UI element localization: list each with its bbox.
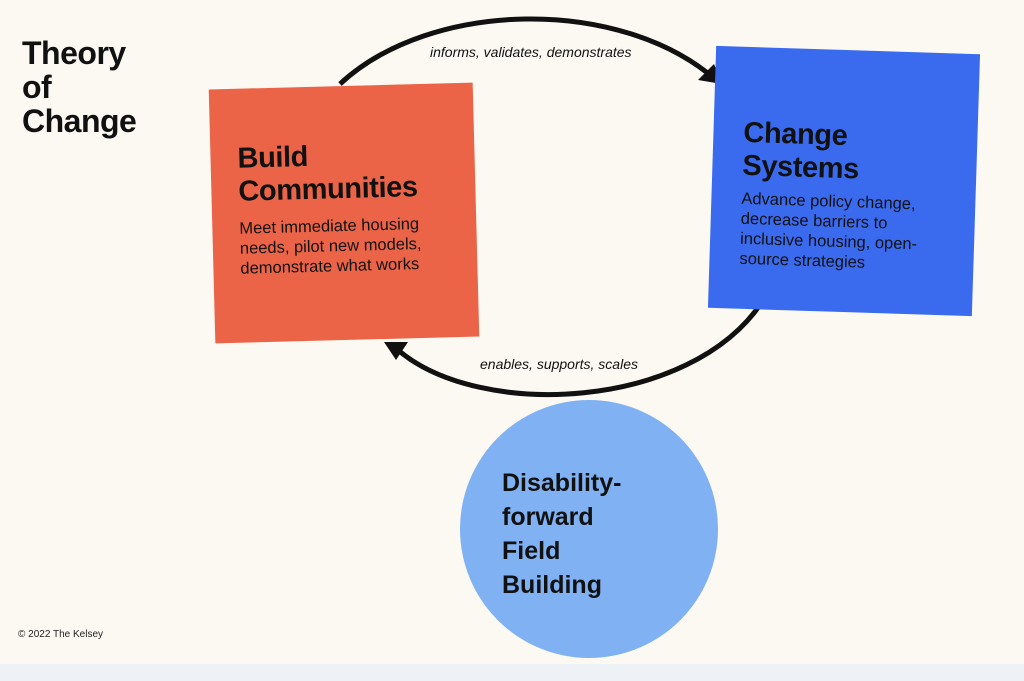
title-line-3: Change [22,103,137,139]
top-arrow-label: informs, validates, demonstrates [430,44,632,60]
bottom-arrowhead-icon [384,342,408,360]
bottom-arrow-label: enables, supports, scales [480,356,638,372]
page-title: Theory of Change [22,35,137,139]
top-arrow [338,16,718,86]
build-communities-heading: Build Communities [237,138,418,209]
bottom-strip [0,664,1024,681]
field-building-line-4: Building [502,571,602,599]
copyright-notice: © 2022 The Kelsey [18,629,104,640]
change-systems-heading: Change Systems [742,117,861,187]
title-line-2: of [22,69,52,105]
bottom-arrow [396,300,765,398]
build-heading-line-2: Communities [237,171,419,208]
field-building-circle [460,400,718,658]
build-communities-box: Build Communities Meet immediate housing… [208,82,480,344]
change-heading-line-2: Systems [741,149,860,186]
build-heading-line-1: Build [237,140,309,175]
title-line-1: Theory [22,35,126,71]
field-building-line-2: forward [502,503,594,531]
field-building-label: Disability- forward Field Building [502,466,682,602]
field-building-line-3: Field [502,537,561,565]
change-heading-line-1: Change [742,116,848,153]
build-communities-description: Meet immediate housing needs, pilot new … [239,215,422,278]
field-building-line-1: Disability- [502,469,622,497]
change-systems-description: Advance policy change, decrease barriers… [739,189,918,272]
change-systems-box: Change Systems Advance policy change, de… [707,45,981,317]
